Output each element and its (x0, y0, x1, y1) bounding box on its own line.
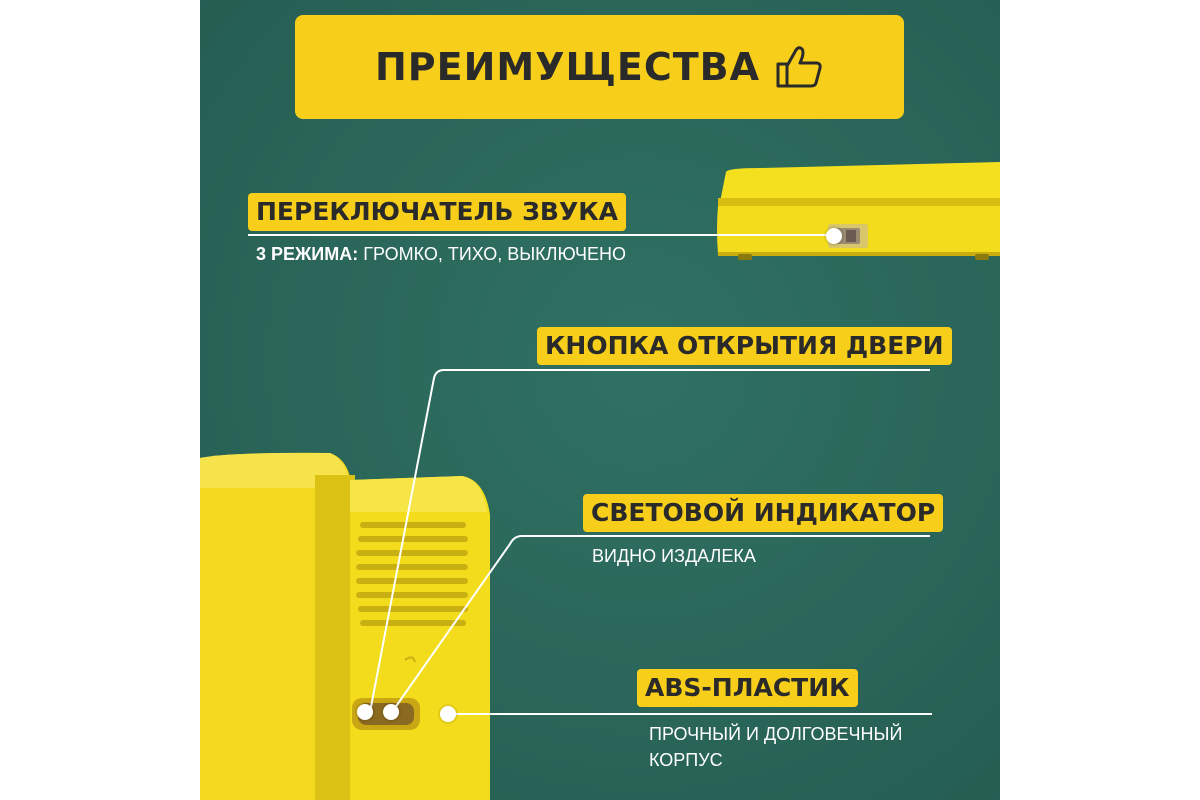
door-button-label: КНОПКА ОТКРЫТИЯ ДВЕРИ (537, 327, 952, 365)
thumbs-up-icon (776, 46, 822, 88)
title-banner: ПРЕИМУЩЕСТВА (295, 15, 904, 119)
indicator-marker (383, 704, 399, 720)
page-title: ПРЕИМУЩЕСТВА (374, 45, 761, 89)
door-button-marker (357, 704, 373, 720)
intercom-side-view (717, 162, 1000, 260)
abs-description-line1: ПРОЧНЫЙ И ДОЛГОВЕЧНЫЙ (649, 724, 903, 744)
abs-marker (440, 706, 456, 722)
abs-description-line2: КОРПУС (649, 750, 723, 770)
modes-list: ГРОМКО, ТИХО, ВЫКЛЮЧЕНО (358, 244, 627, 264)
sound-switch-label: ПЕРЕКЛЮЧАТЕЛЬ ЗВУКА (248, 193, 627, 231)
sound-switch-marker (826, 228, 842, 244)
indicator-description: ВИДНО ИЗДАЛЕКА (592, 546, 756, 566)
sound-switch-modes: 3 РЕЖИМА: ГРОМКО, ТИХО, ВЫКЛЮЧЕНО (256, 242, 626, 266)
abs-label: ABS-ПЛАСТИК (637, 669, 858, 707)
indicator-label: СВЕТОВОЙ ИНДИКАТОР (583, 494, 944, 532)
sound-switch-connector (248, 234, 838, 236)
intercom-front-view (200, 452, 490, 800)
abs-connector (446, 713, 932, 715)
modes-prefix: 3 РЕЖИМА: (256, 244, 359, 264)
promo-board: ПРЕИМУЩЕСТВА ПЕРЕКЛЮЧАТЕЛЬ ЗВУКА 3 РЕЖИМ… (200, 0, 1000, 800)
device-illustrations (200, 162, 1000, 800)
